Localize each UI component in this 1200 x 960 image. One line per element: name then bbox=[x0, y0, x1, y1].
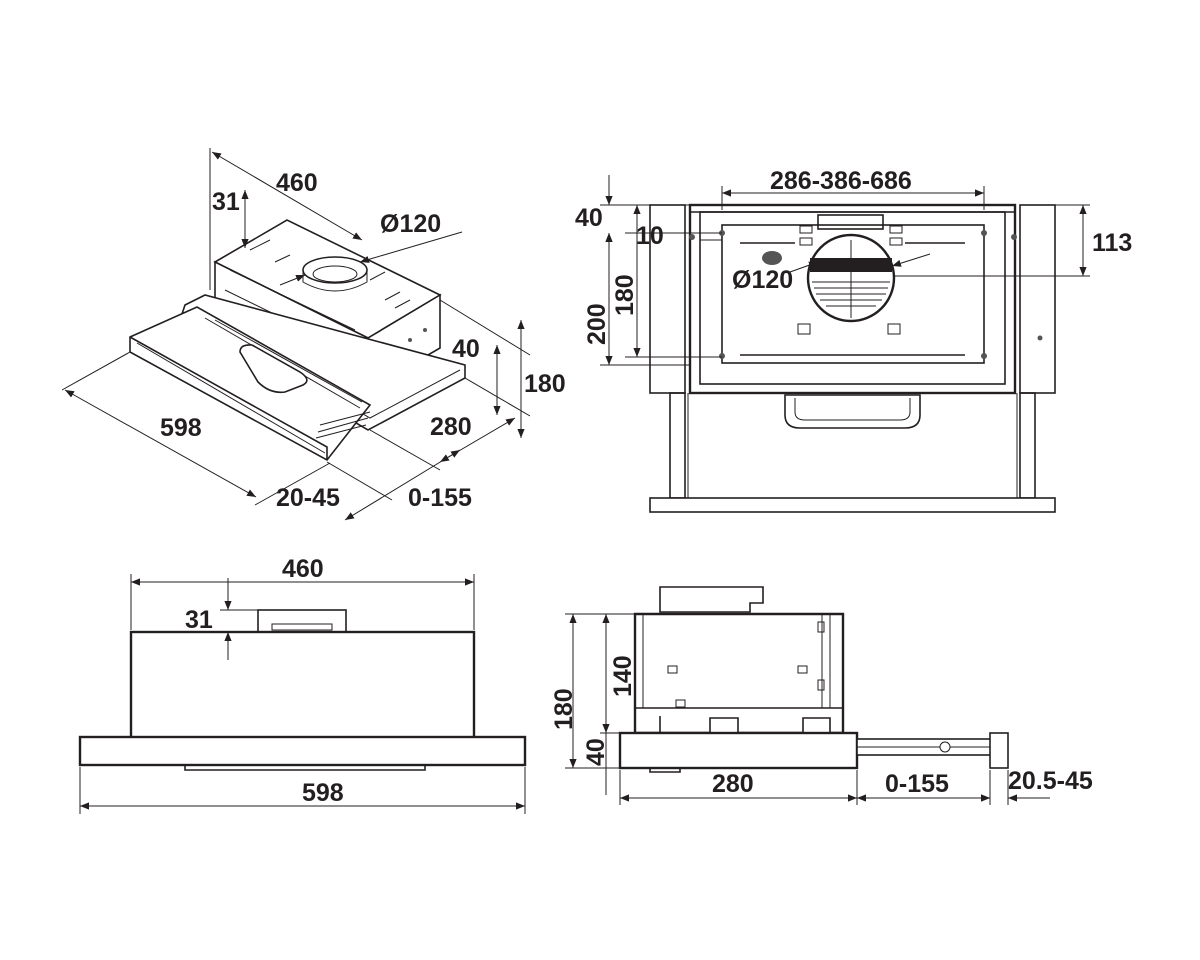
side-body-height-label: 140 bbox=[609, 655, 637, 697]
iso-body-depth-label: 280 bbox=[430, 413, 472, 441]
iso-dimensions: 460 31 Ø120 40 180 280 598 20-45 0-155 bbox=[61, 148, 566, 521]
front-top-offset-label: 40 bbox=[575, 204, 603, 232]
iso-width-label: 598 bbox=[160, 414, 202, 442]
front-bracket-spacing-label: 286-386-686 bbox=[770, 167, 912, 195]
side-body-depth-label: 280 bbox=[712, 770, 754, 798]
iso-depth-label: 460 bbox=[276, 169, 318, 197]
iso-spigot-offset-label: 31 bbox=[212, 188, 240, 216]
top-dimensions: 460 31 598 bbox=[79, 555, 526, 814]
front-height-180-label: 180 bbox=[611, 274, 639, 316]
front-view bbox=[649, 203, 1056, 513]
top-depth-label: 460 bbox=[282, 555, 324, 583]
front-hole-offset-label: 10 bbox=[636, 222, 664, 250]
iso-duct-diameter-label: Ø120 bbox=[380, 210, 441, 238]
front-side-113-label: 113 bbox=[1092, 229, 1132, 257]
top-width-label: 598 bbox=[302, 779, 344, 807]
iso-front-height-label: 40 bbox=[452, 335, 480, 363]
side-front-panel-label: 20.5-45 bbox=[1008, 767, 1093, 795]
side-dimensions: 180 140 40 280 0-155 20.5-45 bbox=[550, 613, 1093, 805]
isometric-view bbox=[129, 219, 466, 462]
front-height-200-label: 200 bbox=[583, 303, 611, 345]
iso-extension-label: 0-155 bbox=[408, 484, 472, 512]
iso-front-panel-label: 20-45 bbox=[276, 484, 340, 512]
top-spigot-offset-label: 31 bbox=[185, 606, 213, 634]
side-total-height-label: 180 bbox=[550, 688, 578, 730]
iso-total-height-label: 180 bbox=[524, 370, 566, 398]
front-duct-diameter-label: Ø120 bbox=[732, 266, 793, 294]
side-extension-label: 0-155 bbox=[885, 770, 949, 798]
side-front-height-label: 40 bbox=[582, 738, 610, 766]
front-dimensions: 286-386-686 40 10 200 180 Ø120 113 bbox=[575, 167, 1132, 366]
side-view bbox=[618, 586, 1009, 773]
top-view bbox=[78, 609, 527, 771]
